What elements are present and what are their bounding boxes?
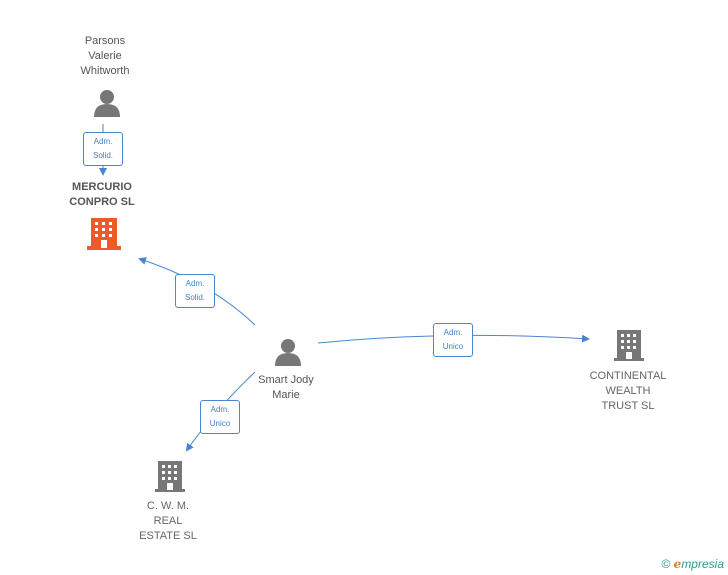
node-label-parsons[interactable]: Parsons Valerie Whitworth — [80, 35, 130, 77]
building-icon — [614, 330, 644, 361]
brand-logo-text: mpresia — [681, 557, 724, 571]
edge-label-smart-mercurio: Adm. Solid. — [175, 274, 215, 308]
edge-label-parsons-mercurio: Adm. Solid. — [83, 132, 123, 166]
edge-label-smart-continental: Adm. Unico — [433, 323, 473, 357]
copyright-icon: © — [661, 557, 671, 571]
node-label-mercurio[interactable]: MERCURIO CONPRO SL — [69, 181, 135, 208]
person-icon — [275, 339, 301, 366]
person-icon — [94, 90, 120, 117]
edge-label-smart-cwm: Adm. Unico — [200, 400, 240, 434]
node-label-smart[interactable]: Smart Jody Marie — [258, 374, 314, 401]
brand-logo-e: e — [673, 557, 682, 571]
building-icon — [87, 218, 121, 250]
building-icon — [155, 461, 185, 492]
node-label-continental[interactable]: CONTINENTAL WEALTH TRUST SL — [589, 370, 667, 412]
brand-footer: © empresia — [661, 557, 724, 571]
node-label-cwm[interactable]: C. W. M. REAL ESTATE SL — [139, 500, 197, 542]
